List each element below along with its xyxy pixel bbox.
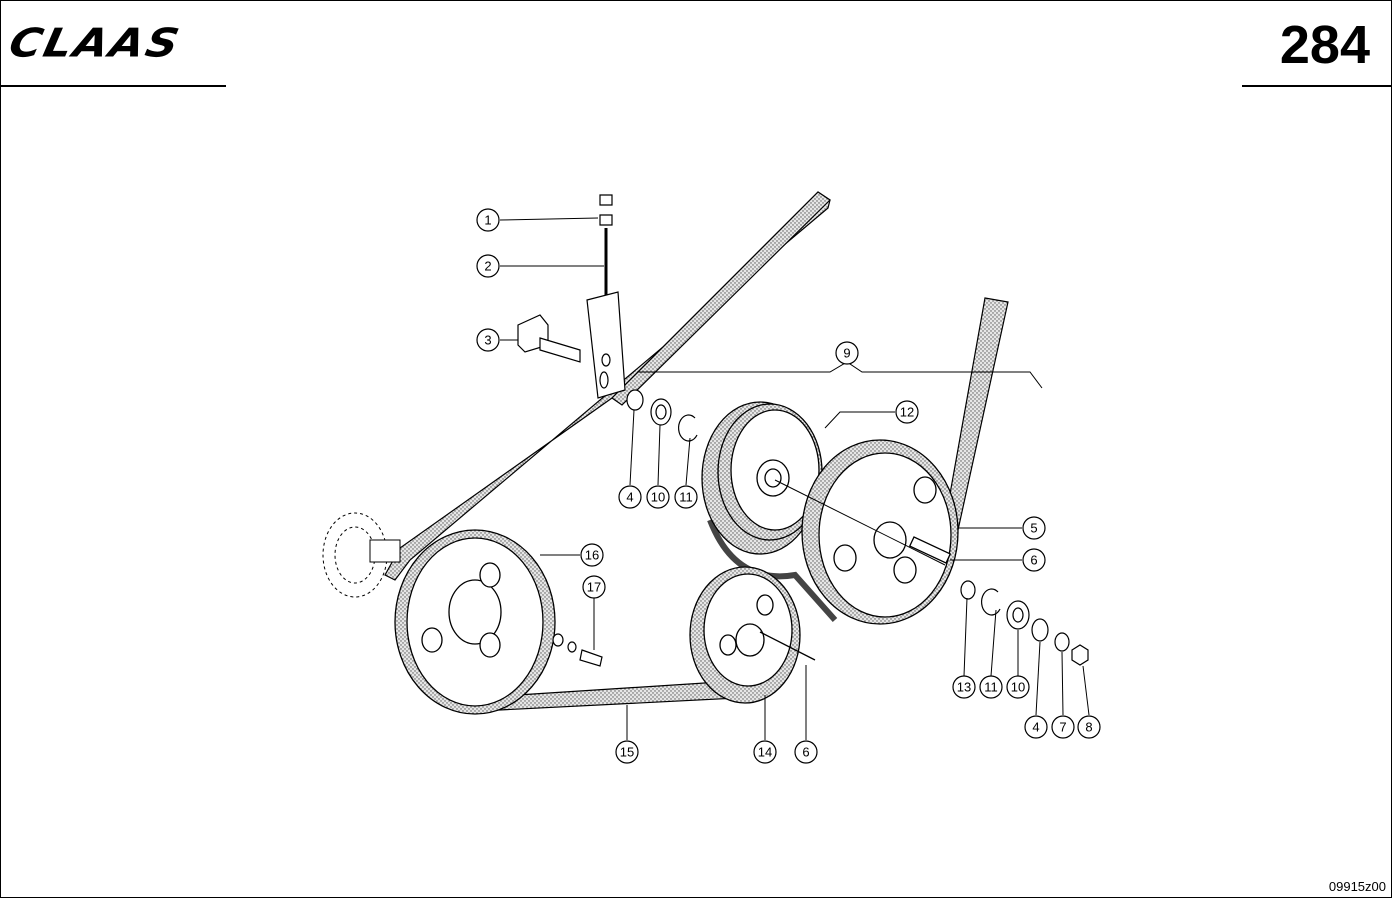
callout-15: 15 <box>615 740 639 764</box>
tensioner-assembly <box>517 194 626 399</box>
svg-text:2: 2 <box>484 259 491 274</box>
svg-text:12: 12 <box>900 405 914 420</box>
callout-16: 16 <box>580 543 604 567</box>
right-belt <box>944 297 1009 531</box>
callout-1: 1 <box>476 208 500 232</box>
svg-text:11: 11 <box>984 680 998 695</box>
upper-belt-top <box>611 191 831 406</box>
callouts: 1 2 3 4 10 11 9 12 5 6 16 17 15 14 6 13 … <box>476 208 1101 764</box>
svg-text:9: 9 <box>843 346 850 361</box>
callout-7: 7 <box>1051 715 1075 739</box>
pulley-14 <box>689 566 816 704</box>
callout-10-right: 10 <box>1006 675 1030 699</box>
bolt-17 <box>552 633 603 667</box>
callout-10-left: 10 <box>646 485 670 509</box>
header-rule-right <box>1242 85 1392 87</box>
svg-text:11: 11 <box>679 490 693 505</box>
callout-6-bottom: 6 <box>794 740 818 764</box>
svg-text:1: 1 <box>484 213 491 228</box>
callout-14: 14 <box>753 740 777 764</box>
callout-17: 17 <box>582 575 606 599</box>
header-rule-left <box>0 85 226 87</box>
callout-4-right: 4 <box>1024 715 1048 739</box>
bearing-stack-right <box>960 580 1089 666</box>
callout-3: 3 <box>476 328 500 352</box>
callout-5: 5 <box>1022 516 1046 540</box>
svg-text:8: 8 <box>1085 720 1092 735</box>
callout-9: 9 <box>835 341 859 365</box>
callout-13: 13 <box>952 675 976 699</box>
svg-text:17: 17 <box>587 580 601 595</box>
svg-text:3: 3 <box>484 333 491 348</box>
svg-text:6: 6 <box>802 745 809 760</box>
pulley-5 <box>774 439 959 625</box>
callout-12: 12 <box>895 400 919 424</box>
callout-8: 8 <box>1077 715 1101 739</box>
svg-text:10: 10 <box>1011 680 1025 695</box>
svg-text:16: 16 <box>585 548 599 563</box>
pulley-12 <box>701 401 823 555</box>
drive-hub <box>322 512 401 598</box>
bearing-stack-left <box>626 389 698 442</box>
callout-11-left: 11 <box>674 485 698 509</box>
svg-text:15: 15 <box>620 745 634 760</box>
callout-11-right: 11 <box>979 675 1003 699</box>
svg-text:14: 14 <box>758 745 772 760</box>
callout-2: 2 <box>476 254 500 278</box>
callout-4-left: 4 <box>618 485 642 509</box>
svg-text:4: 4 <box>1032 720 1039 735</box>
callout-6-right: 6 <box>1022 548 1046 572</box>
upper-belt <box>384 191 831 581</box>
svg-text:4: 4 <box>626 490 633 505</box>
pulley-16 <box>394 529 556 715</box>
svg-text:13: 13 <box>957 680 971 695</box>
belts <box>384 191 1009 713</box>
svg-text:6: 6 <box>1030 553 1037 568</box>
leader-lines <box>499 217 1090 740</box>
svg-text:7: 7 <box>1059 720 1066 735</box>
drawing-code: 09915z00 <box>1328 879 1386 894</box>
svg-text:10: 10 <box>651 490 665 505</box>
page-number: 284 <box>1279 15 1370 75</box>
svg-text:5: 5 <box>1030 521 1037 536</box>
